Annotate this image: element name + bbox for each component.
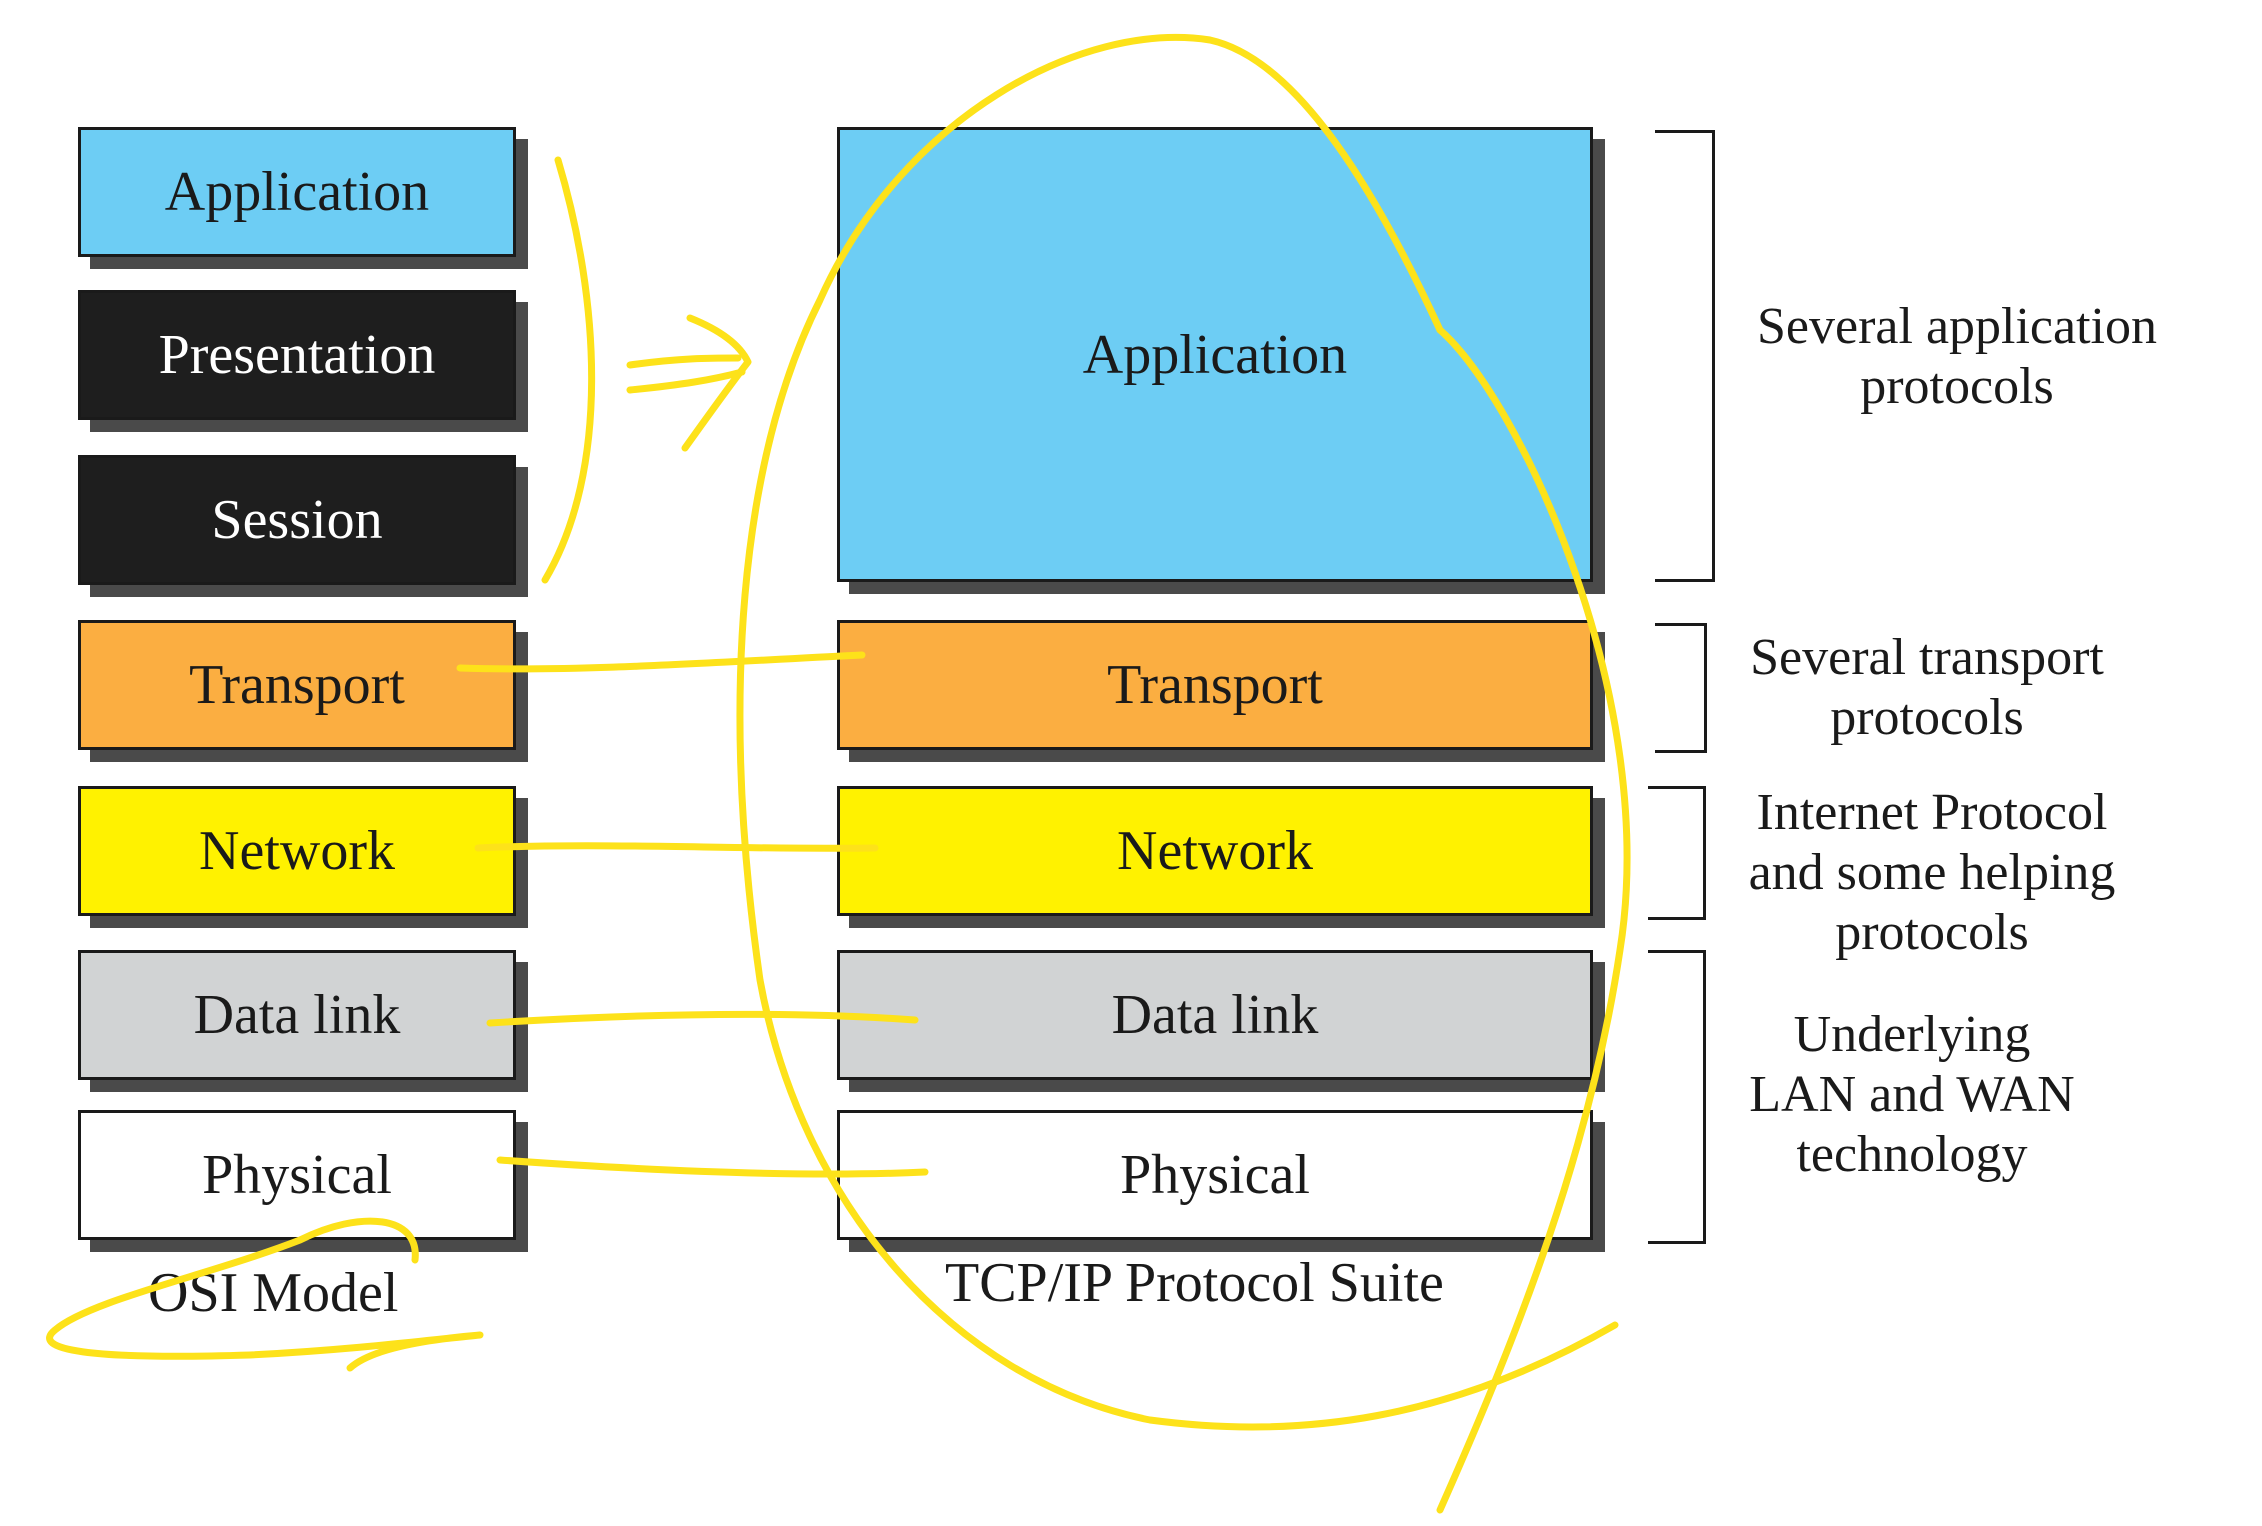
desc-line: technology xyxy=(1796,1126,2028,1183)
desc-line: Underlying xyxy=(1793,1006,2031,1063)
osi-layer-label: Session xyxy=(211,489,383,551)
annotation-arrow-head xyxy=(681,314,752,452)
osi-layer-transport: Transport xyxy=(78,620,516,750)
tcp-layer-physical: Physical xyxy=(837,1110,1593,1240)
desc-line: protocols xyxy=(1835,904,2029,961)
tcp-layer-label: Application xyxy=(1082,323,1348,386)
tcp-ip-suite-label: TCP/IP Protocol Suite xyxy=(945,1252,1444,1314)
tcp-layer-label: Transport xyxy=(1107,654,1323,716)
osi-layer-label: Presentation xyxy=(158,324,436,386)
osi-model-label: OSI Model xyxy=(148,1262,399,1324)
bracket-application xyxy=(1655,130,1715,582)
osi-layer-label: Network xyxy=(199,820,395,882)
annotation-arrow-shaft xyxy=(626,354,742,369)
osi-layer-presentation: Presentation xyxy=(78,290,516,420)
osi-layer-network: Network xyxy=(78,786,516,916)
tcp-layer-label: Physical xyxy=(1120,1144,1310,1206)
desc-underlying-technology: Underlying LAN and WAN technology xyxy=(1712,1005,2112,1185)
osi-layer-label: Physical xyxy=(202,1144,392,1206)
annotation-brace xyxy=(541,156,596,584)
tcp-layer-data-link: Data link xyxy=(837,950,1593,1080)
tcp-layer-label: Network xyxy=(1117,820,1313,882)
annotation-link-network xyxy=(474,842,879,852)
desc-line: protocols xyxy=(1860,358,2054,415)
desc-line: Several application xyxy=(1757,298,2157,355)
tcp-layer-label: Data link xyxy=(1111,984,1319,1046)
desc-line: Internet Protocol xyxy=(1756,784,2108,841)
desc-line: protocols xyxy=(1830,689,2024,746)
bracket-network xyxy=(1648,786,1706,920)
osi-layer-label: Application xyxy=(164,161,430,223)
osi-layer-label: Data link xyxy=(193,984,401,1046)
osi-layer-label: Transport xyxy=(189,654,405,716)
osi-layer-data-link: Data link xyxy=(78,950,516,1080)
desc-line: LAN and WAN xyxy=(1749,1066,2075,1123)
desc-line: Several transport xyxy=(1750,629,2104,686)
annotation-link-transport xyxy=(456,651,866,673)
desc-application-protocols: Several application protocols xyxy=(1722,297,2192,417)
desc-line: and some helping xyxy=(1748,844,2116,901)
bracket-host-to-network xyxy=(1648,950,1706,1244)
tcp-layer-transport: Transport xyxy=(837,620,1593,750)
osi-layer-application: Application xyxy=(78,127,516,257)
annotation-arrow-shaft xyxy=(626,368,746,394)
osi-layer-physical: Physical xyxy=(78,1110,516,1240)
tcp-layer-application: Application xyxy=(837,127,1593,582)
osi-layer-session: Session xyxy=(78,455,516,585)
desc-internet-protocol: Internet Protocol and some helping proto… xyxy=(1712,783,2152,963)
bracket-transport xyxy=(1655,623,1707,753)
desc-transport-protocols: Several transport protocols xyxy=(1712,628,2142,748)
tcp-layer-network: Network xyxy=(837,786,1593,916)
